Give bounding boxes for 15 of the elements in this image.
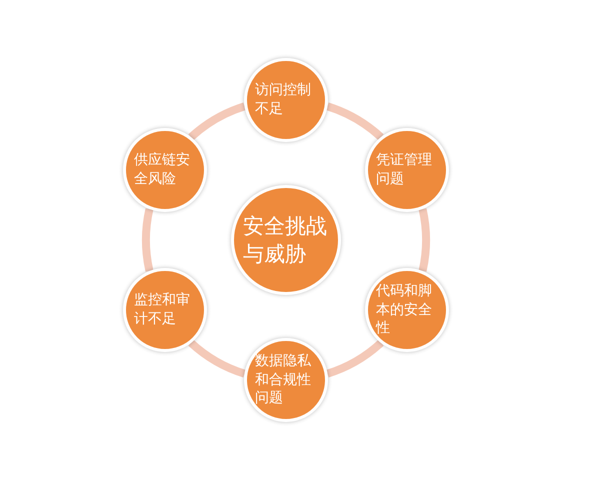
circle-label: 访问控制不足 <box>255 81 312 119</box>
circle-label: 供应链安全风险 <box>134 151 191 189</box>
ring-arc <box>142 208 154 272</box>
circle-label: 监控和审计不足 <box>134 291 191 329</box>
topic-circle <box>244 58 328 142</box>
ring-arc <box>418 208 430 272</box>
circle-label: 安全挑战与威胁 <box>243 212 328 268</box>
ring-arc <box>188 102 246 140</box>
circle-label: 代码和脚本的安全性 <box>376 282 434 338</box>
ring-arc <box>326 102 384 140</box>
ring-arc <box>188 340 246 378</box>
circle-label: 数据隐私和合规性问题 <box>255 352 312 408</box>
circle-label: 凭证管理问题 <box>376 151 434 189</box>
topic-circle <box>244 338 328 422</box>
ring-arc <box>326 340 384 378</box>
